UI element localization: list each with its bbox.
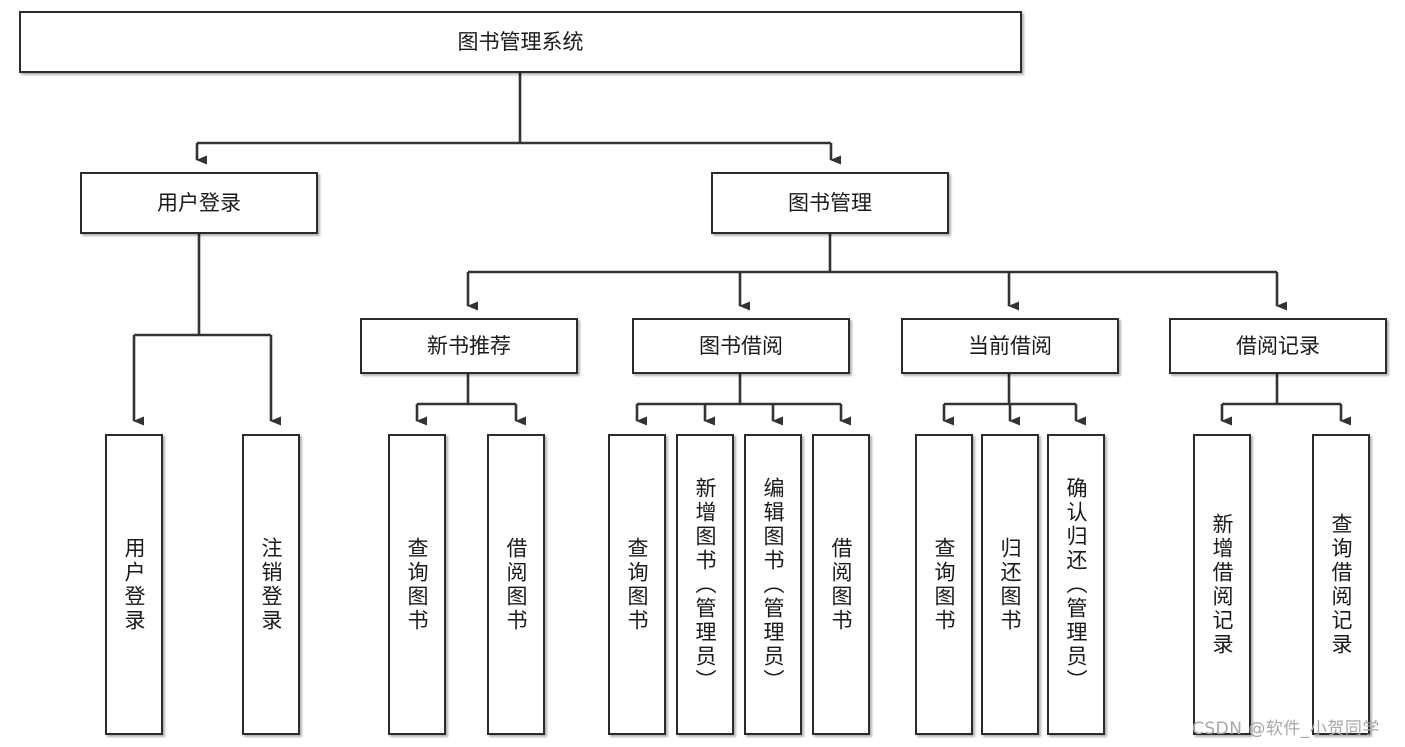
node-label: 用户登录 (122, 536, 147, 633)
leaf-query-borrow-record[interactable]: 查询借阅记录 (1312, 434, 1370, 735)
edges-root-to-level2 (195, 73, 841, 165)
node-book-management[interactable]: 图书管理 (711, 172, 949, 234)
leaf-query-book-borrow[interactable]: 查询图书 (608, 434, 666, 735)
leaf-borrow-book[interactable]: 借阅图书 (812, 434, 870, 735)
node-label: 借阅记录 (1236, 333, 1320, 358)
edges-current-to-leaves (942, 374, 1086, 426)
node-label: 用户登录 (157, 190, 241, 215)
leaf-borrow-book-recommend[interactable]: 借阅图书 (487, 434, 545, 735)
node-borrow-records[interactable]: 借阅记录 (1169, 318, 1387, 374)
node-label: 注销登录 (259, 536, 284, 633)
leaf-query-book-current[interactable]: 查询图书 (915, 434, 973, 735)
edges-newbook-to-leaves (415, 374, 526, 426)
node-label: 图书管理系统 (457, 29, 584, 54)
leaf-query-book-recommend[interactable]: 查询图书 (388, 434, 446, 735)
node-root-library-system[interactable]: 图书管理系统 (19, 11, 1022, 73)
node-label: 查询图书 (932, 536, 957, 633)
node-label: 借阅图书 (504, 536, 529, 633)
node-label: 查询借阅记录 (1329, 512, 1354, 657)
edges-records-to-leaves (1220, 374, 1351, 426)
leaf-add-borrow-record[interactable]: 新增借阅记录 (1193, 434, 1251, 735)
node-current-borrow[interactable]: 当前借阅 (901, 318, 1119, 374)
node-label: 当前借阅 (968, 333, 1052, 358)
node-label: 新增借阅记录 (1210, 512, 1235, 657)
leaf-add-book-admin[interactable]: 新增图书（管理员） (676, 434, 734, 735)
node-label: 图书借阅 (699, 333, 783, 358)
leaf-confirm-return-admin[interactable]: 确认归还（管理员） (1047, 434, 1105, 735)
node-label: 确认归还（管理员） (1064, 476, 1089, 693)
node-book-borrow[interactable]: 图书借阅 (632, 318, 850, 374)
node-label: 图书管理 (788, 190, 872, 215)
edges-bookmgmt-to-level3 (466, 234, 1287, 311)
node-label: 新书推荐 (427, 333, 511, 358)
node-user-login[interactable]: 用户登录 (80, 172, 318, 234)
edges-borrow-to-leaves (635, 374, 851, 426)
leaf-edit-book-admin[interactable]: 编辑图书（管理员） (744, 434, 802, 735)
node-label: 查询图书 (625, 536, 650, 633)
node-new-book-recommend[interactable]: 新书推荐 (360, 318, 578, 374)
node-label: 查询图书 (405, 536, 430, 633)
leaf-return-book[interactable]: 归还图书 (981, 434, 1039, 735)
leaf-user-login[interactable]: 用户登录 (105, 434, 163, 735)
node-label: 新增图书（管理员） (693, 476, 718, 693)
node-label: 借阅图书 (829, 536, 854, 633)
node-label: 归还图书 (998, 536, 1023, 633)
node-label: 编辑图书（管理员） (761, 476, 786, 693)
edges-login-to-leaves (132, 234, 281, 426)
leaf-logout[interactable]: 注销登录 (242, 434, 300, 735)
